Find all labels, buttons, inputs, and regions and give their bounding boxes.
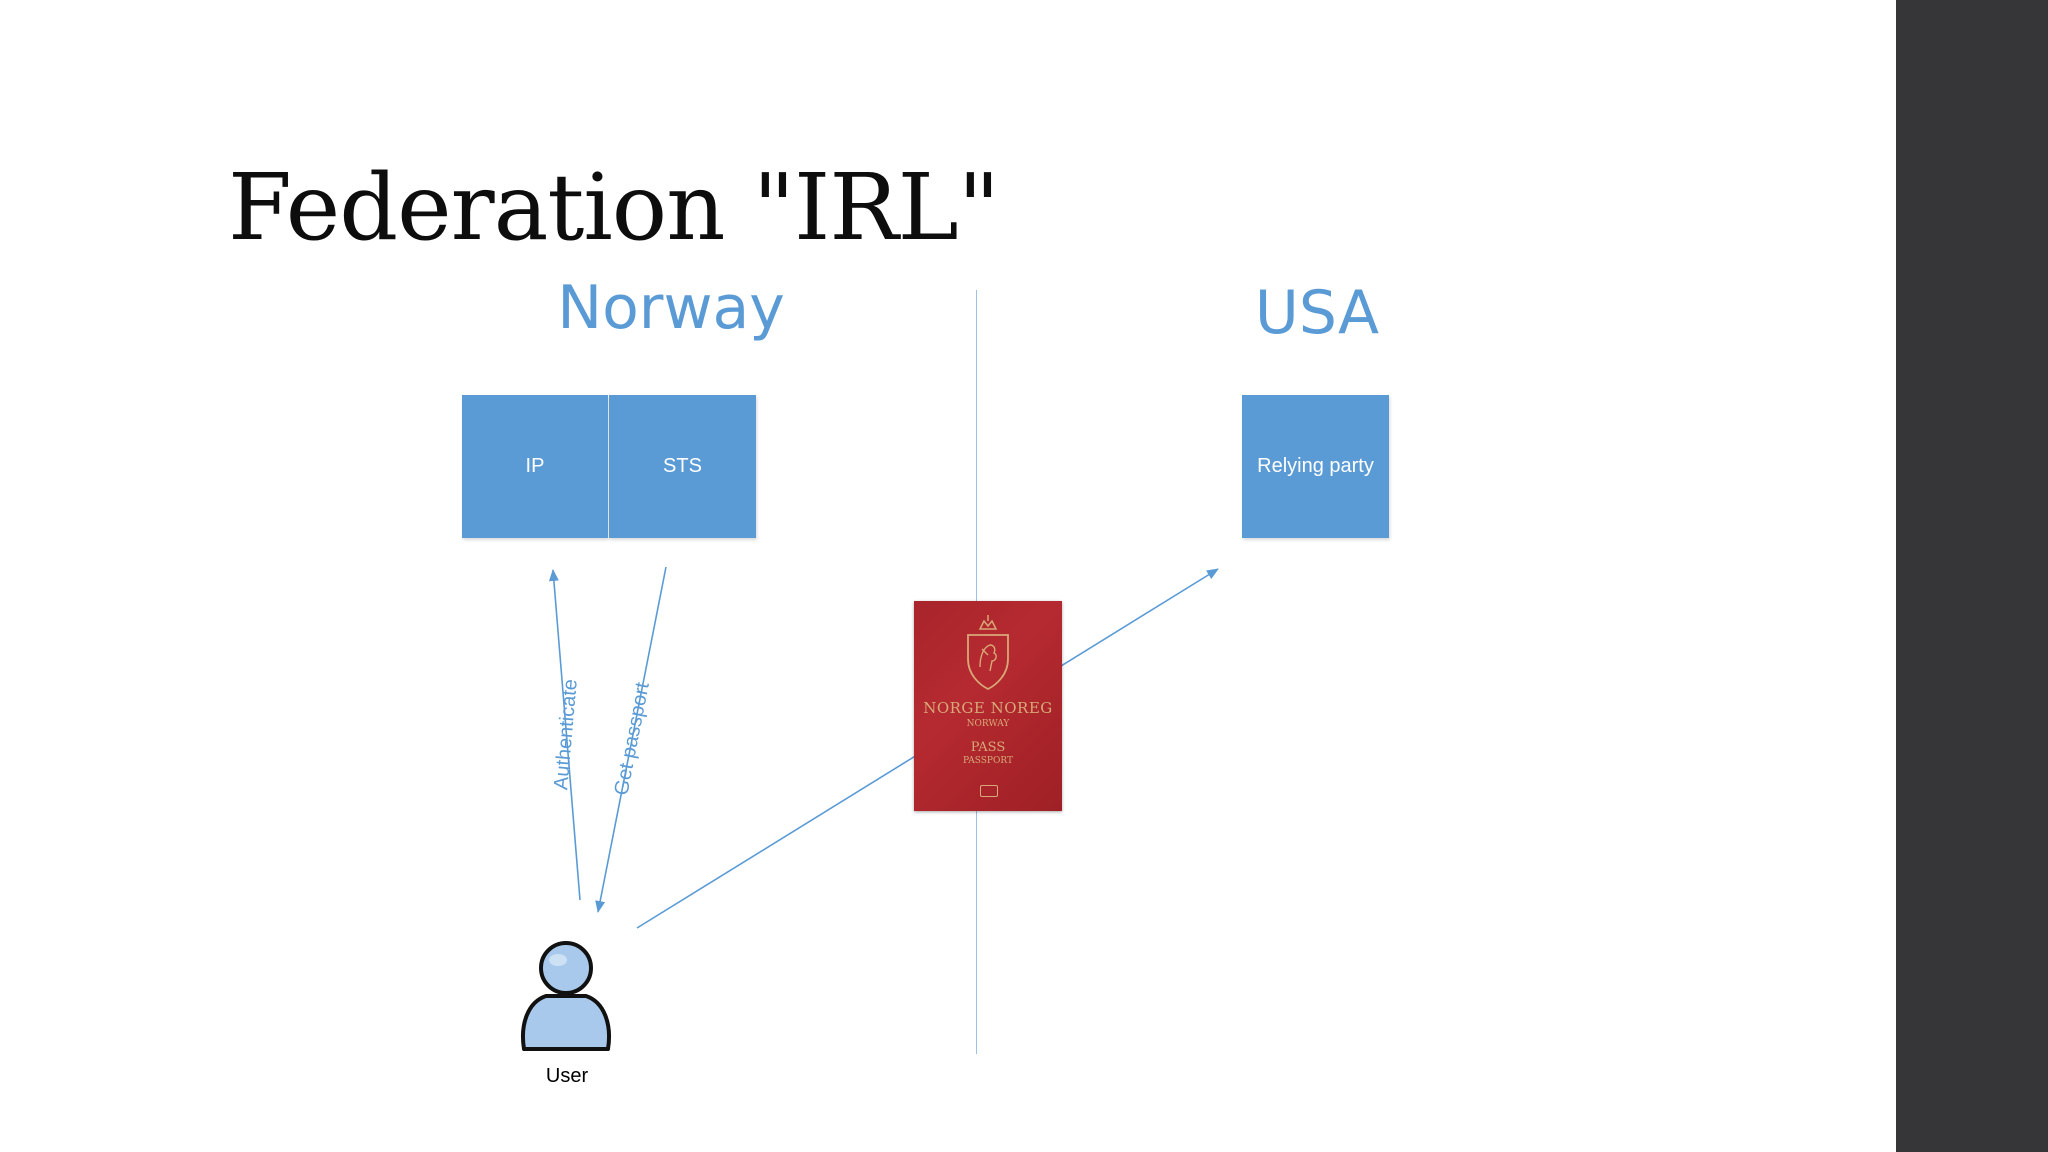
- authenticate-arrow: [548, 569, 581, 901]
- get-passport-label: Get passport: [610, 680, 654, 797]
- slide: Federation "IRL" Norway USA IP STS Relyi…: [228, 154, 1389, 1087]
- coat-of-arms-icon: [967, 615, 1009, 691]
- region-label-usa: USA: [1254, 278, 1380, 348]
- authenticate-label: Authenticate: [550, 678, 582, 791]
- user-label: User: [545, 1065, 589, 1087]
- user-icon: [521, 941, 611, 1051]
- passport-country-en: NORWAY: [966, 719, 1010, 729]
- connector-arrows: Authenticate Get passport: [521, 566, 1219, 1051]
- sts-box-label: STS: [663, 455, 702, 477]
- passport-passport: PASSPORT: [963, 756, 1013, 766]
- side-panel: [1896, 0, 2048, 1152]
- passport-pass: PASS: [970, 740, 1006, 755]
- relying-party-box: Relying party: [1242, 395, 1389, 538]
- passport-chip-icon: [980, 785, 998, 797]
- region-label-norway: Norway: [557, 273, 785, 343]
- get-passport-arrow: [595, 566, 667, 913]
- relying-party-label: Relying party: [1257, 455, 1374, 477]
- ip-box-label: IP: [525, 455, 545, 477]
- slide-title: Federation "IRL": [228, 154, 1000, 261]
- sts-box: STS: [609, 395, 756, 538]
- passport-country: NORGE NOREG: [923, 699, 1053, 717]
- passport-icon: NORGE NOREG NORWAY PASS PASSPORT: [914, 601, 1062, 811]
- ip-box: IP: [462, 395, 608, 538]
